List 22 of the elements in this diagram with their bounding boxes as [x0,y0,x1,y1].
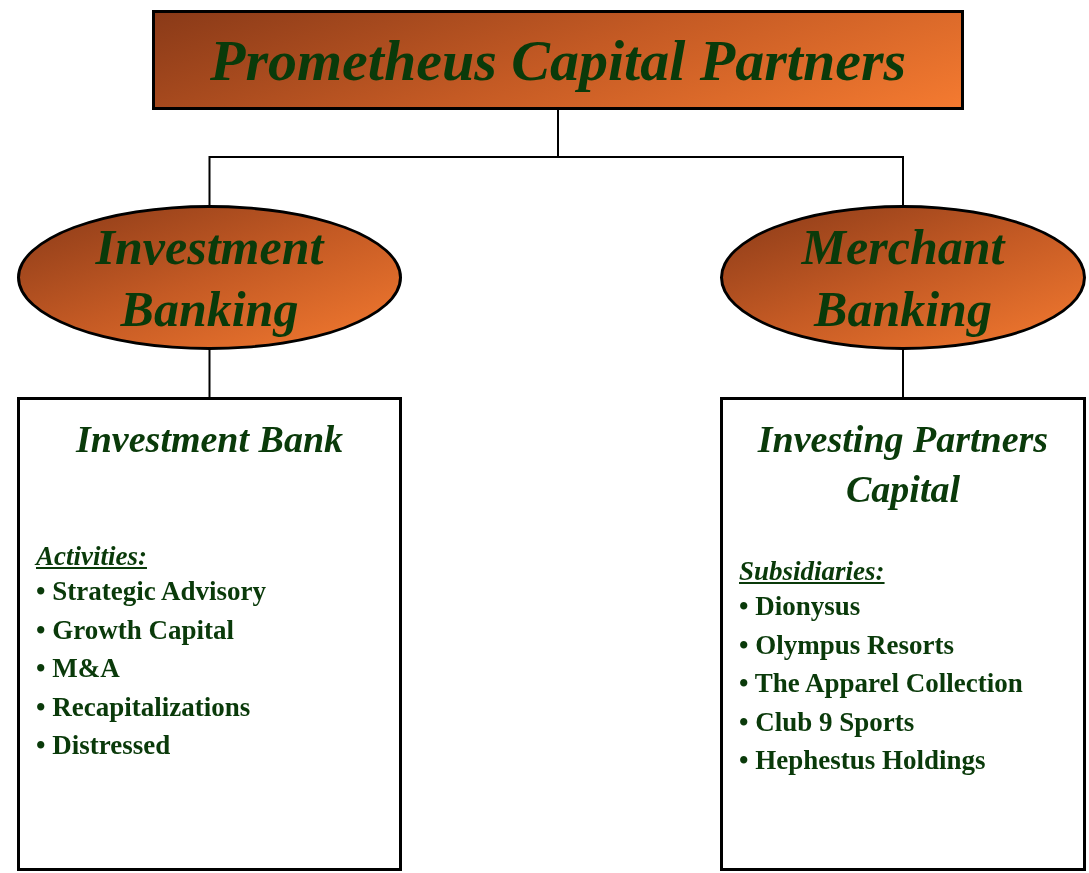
connector-line [902,349,904,398]
division-label: Investment Banking [94,217,326,339]
list-item: • Growth Capital [36,613,234,647]
entity-box [720,397,1086,871]
list-heading: Subsidiaries: [739,555,885,587]
entity-title: Investing Partners Capital [756,417,1050,512]
list-heading: Activities: [36,540,147,572]
list-item: • M&A [36,652,120,685]
list-item: • Recapitalizations [36,690,251,724]
list-item: • Distressed [36,729,171,762]
title-box [152,10,964,110]
list-item: • Strategic Advisory [36,575,266,608]
division-label: Merchant Banking [800,217,1007,339]
entity-box [17,397,402,871]
list-item: • Club 9 Sports [739,705,915,739]
list-item: • Hephestus Holdings [739,744,986,777]
connector-line [208,349,211,398]
list-item: • Dionysus [739,590,861,623]
list-item: • Olympus Resorts [739,628,954,662]
list-item: • The Apparel Collection [739,667,1023,700]
entity-title: Investment Bank [74,417,345,462]
title-text: Prometheus Capital Partners [209,26,907,94]
